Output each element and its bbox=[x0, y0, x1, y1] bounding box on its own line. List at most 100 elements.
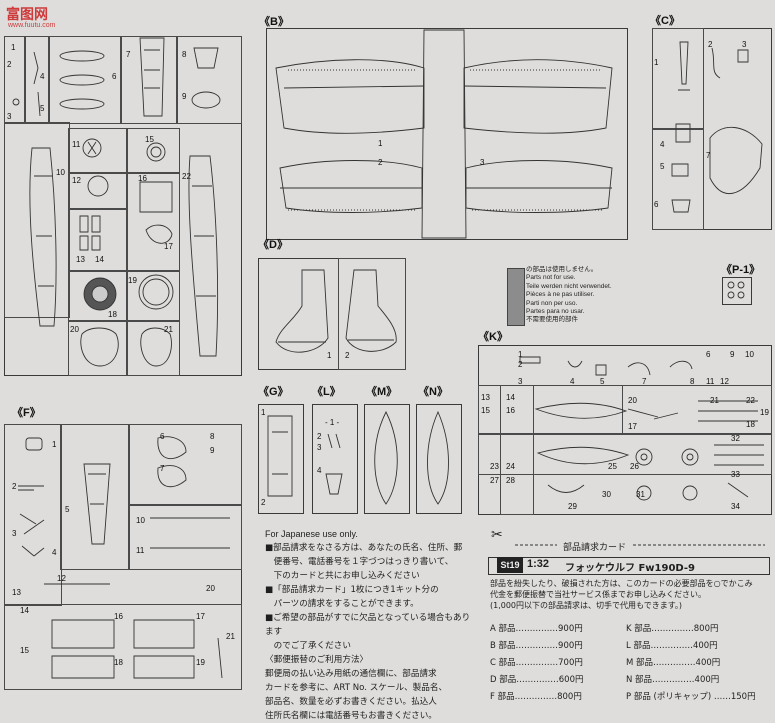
part-number: 3 bbox=[742, 40, 747, 49]
part-number: 23 bbox=[490, 462, 499, 471]
info-line: 便番号、電話番号を１字づつはっきり書いて、 bbox=[265, 557, 454, 567]
card-title: 部品請求カード bbox=[563, 543, 627, 553]
info-line: 部品名、数量を必ずお書きください。払込人 bbox=[265, 697, 437, 707]
part-number: 5 bbox=[600, 377, 605, 386]
legend-line: の部品は使用しません。 bbox=[526, 266, 598, 273]
info-line: のでご了承ください bbox=[265, 641, 351, 651]
part-number: 13 bbox=[481, 393, 490, 402]
price-row: A 部品……………900円 K 部品……………800円 bbox=[490, 621, 770, 638]
part-number: 4 bbox=[52, 548, 57, 557]
part-number: 7 bbox=[160, 464, 165, 473]
part-number: 22 bbox=[746, 396, 755, 405]
part-number: 34 bbox=[731, 502, 740, 511]
legend-line: 不需要使用的部件 bbox=[526, 316, 578, 324]
part-number: 15 bbox=[481, 406, 490, 415]
info-line: ■部品請求をなさる方は、あなたの氏名、住所、郵 bbox=[265, 543, 463, 553]
part-number: 3 bbox=[480, 158, 485, 167]
price-row: D 部品……………600円 N 部品……………400円 bbox=[490, 672, 770, 689]
legend-line: Partes para no usar. bbox=[526, 308, 585, 316]
part-number: 2 bbox=[7, 60, 12, 69]
part-number: 27 bbox=[490, 476, 499, 485]
sprue-a-cell bbox=[126, 270, 180, 322]
sprue-a-cell bbox=[126, 172, 180, 272]
part-number: 4 bbox=[40, 72, 45, 81]
section-label-n: 《N》 bbox=[418, 386, 448, 398]
price-right: L 部品……………400円 bbox=[626, 641, 718, 651]
part-number: 30 bbox=[602, 490, 611, 499]
part-number: 21 bbox=[710, 396, 719, 405]
sprue-f-cell bbox=[60, 424, 130, 570]
section-label-m: 《M》 bbox=[366, 386, 398, 398]
part-number: 3 bbox=[7, 112, 12, 121]
sprue-a-cell bbox=[126, 128, 180, 174]
sprue-a-cell bbox=[176, 36, 242, 124]
kit-scale: 1:32 bbox=[527, 558, 550, 570]
part-number: 11 bbox=[706, 377, 715, 386]
price-left: C 部品……………700円 bbox=[490, 658, 583, 668]
sprue-b-frame bbox=[266, 28, 628, 240]
polycap-drawing bbox=[722, 277, 750, 303]
kit-row bbox=[488, 557, 770, 575]
scissors-icon: ✂ bbox=[491, 527, 503, 543]
parts-not-used-legend: の部品は使用しません。 Parts not for use. Teile wer… bbox=[526, 266, 612, 325]
part-number: 11 bbox=[136, 546, 145, 555]
part-number: 16 bbox=[114, 612, 123, 621]
card-line: 代金を郵便振替で当社サービス係までお申し込みください。 bbox=[490, 590, 706, 599]
parts-not-used-swatch bbox=[507, 268, 525, 326]
part-number: 17 bbox=[196, 612, 205, 621]
part-number: 25 bbox=[608, 462, 617, 471]
part-number: 14 bbox=[506, 393, 515, 402]
part-number: 1 bbox=[518, 350, 523, 359]
part-number: 24 bbox=[506, 462, 515, 471]
part-number: 21 bbox=[226, 632, 235, 641]
sprue-n-frame bbox=[416, 404, 462, 514]
card-dashed-border bbox=[483, 527, 773, 690]
sprue-a-cell bbox=[68, 320, 128, 376]
part-number: 1 bbox=[11, 43, 16, 52]
part-number: 29 bbox=[568, 502, 577, 511]
watermark-url: www.fuutu.com bbox=[8, 22, 56, 29]
sprue-a-cell bbox=[68, 270, 128, 322]
part-number: 17 bbox=[164, 242, 173, 251]
part-number: 14 bbox=[95, 255, 104, 264]
sprue-a-cell bbox=[68, 128, 128, 174]
part-number: 20 bbox=[206, 584, 215, 593]
part-number: 9 bbox=[730, 350, 735, 359]
part-number: 9 bbox=[182, 92, 187, 101]
section-label-b: 《B》 bbox=[259, 16, 289, 28]
parts-order-card: 部品請求カード St19 1:32 フォッケウルフ Fw190D-9 部品を紛失… bbox=[483, 527, 773, 702]
sprue-c-parts-drawing bbox=[652, 28, 770, 228]
part-number: 8 bbox=[210, 432, 215, 441]
info-line: パーツの請求をすることができます。 bbox=[265, 599, 419, 609]
part-number: 1 bbox=[654, 58, 659, 67]
sprue-f-cell bbox=[4, 424, 62, 606]
part-number: 4 bbox=[660, 140, 665, 149]
kit-code: St19 bbox=[497, 557, 523, 573]
card-line: 部品を紛失したり、破損された方は、このカードの必要部品を○でかこみ bbox=[490, 579, 753, 588]
part-number: 7 bbox=[706, 151, 711, 160]
part-number: 19 bbox=[760, 408, 769, 417]
sprue-c-cell bbox=[652, 28, 704, 130]
info-line: ■ご希望の部品がすでに欠品となっている場合もあります bbox=[265, 613, 471, 637]
part-number: 15 bbox=[145, 135, 154, 144]
part-number: 3 bbox=[12, 529, 17, 538]
part-number: 13 bbox=[12, 588, 21, 597]
part-number: 10 bbox=[136, 516, 145, 525]
part-number: 12 bbox=[72, 176, 81, 185]
part-number: 5 bbox=[65, 505, 70, 514]
sprue-a-cell bbox=[68, 208, 128, 272]
price-row: B 部品……………900円 L 部品……………400円 bbox=[490, 638, 770, 655]
sprue-a-cell bbox=[126, 320, 180, 376]
part-number: 17 bbox=[628, 422, 637, 431]
price-left: A 部品……………900円 bbox=[490, 624, 583, 634]
sprue-d-cell bbox=[338, 258, 406, 370]
sprue-k-cell bbox=[500, 385, 534, 515]
legend-line: Parts not for use. bbox=[526, 274, 576, 282]
price-list: A 部品……………900円 K 部品……………800円 B 部品……………900… bbox=[490, 621, 770, 706]
sprue-l-frame bbox=[312, 404, 358, 514]
part-number: 15 bbox=[20, 646, 29, 655]
info-title: For Japanese use only. bbox=[265, 529, 358, 539]
part-number: 13 bbox=[76, 255, 85, 264]
part-number: - 1 - bbox=[325, 418, 340, 427]
japanese-parts-info: For Japanese use only. ■部品請求をなさる方は、あなたの氏… bbox=[265, 527, 475, 723]
